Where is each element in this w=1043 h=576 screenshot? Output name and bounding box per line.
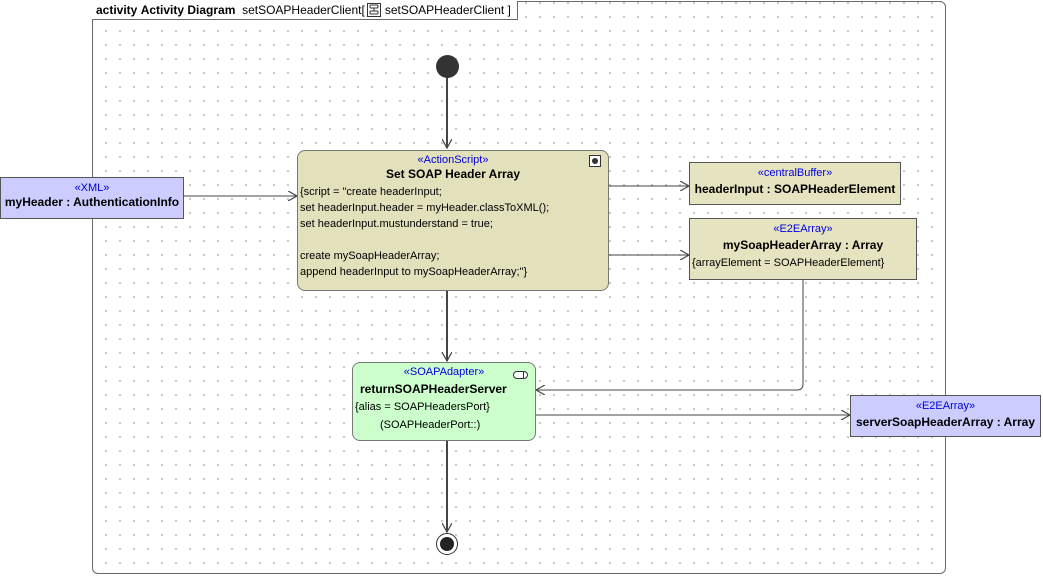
frame-name: setSOAPHeaderClient	[242, 3, 362, 17]
frame-bracket-close: ]	[507, 3, 511, 17]
node-name: myHeader : AuthenticationInfo	[4, 195, 180, 209]
edge-mysoapheaderarray-to-soapadapter[interactable]	[536, 280, 804, 390]
frame-ref-name: setSOAPHeaderClient	[384, 3, 505, 17]
object-node-mysoapheaderarray[interactable]: «E2EArray» mySoapHeaderArray : Array {ar…	[689, 218, 917, 280]
script-line: append headerInput to mySoapHeaderArray;…	[300, 266, 528, 278]
node-name: Set SOAP Header Array	[385, 167, 521, 181]
activity-diagram-icon	[366, 3, 381, 17]
stereotype-label: «SOAPAdapter»	[403, 366, 485, 378]
node-name: returnSOAPHeaderServer	[360, 382, 507, 396]
script-line: {script = "create headerInput;	[300, 186, 442, 198]
stereotype-label: «centralBuffer»	[757, 167, 833, 179]
object-node-myheader[interactable]: «XML» myHeader : AuthenticationInfo	[0, 177, 184, 219]
stereotype-label: «E2EArray»	[773, 223, 833, 235]
subactivity-icon	[589, 155, 601, 167]
action-set-soap-header-array[interactable]: «ActionScript» Set SOAP Header Array {sc…	[297, 150, 609, 291]
tagged-value: {arrayElement = SOAPHeaderElement}	[692, 257, 885, 269]
script-line	[298, 232, 608, 248]
node-name: mySoapHeaderArray : Array	[722, 238, 884, 252]
stereotype-label: «E2EArray»	[915, 400, 976, 412]
stereotype-label: «ActionScript»	[417, 154, 489, 166]
script-line: set headerInput.header = myHeader.classT…	[300, 202, 550, 214]
object-node-headerinput[interactable]: «centralBuffer» headerInput : SOAPHeader…	[689, 162, 901, 205]
node-name: headerInput : SOAPHeaderElement	[694, 182, 896, 196]
script-line: create mySoapHeaderArray;	[300, 250, 440, 262]
frame-kind: activity	[96, 3, 138, 17]
frame-diagram-type: Activity Diagram	[140, 3, 236, 17]
action-return-soap-header-server[interactable]: «SOAPAdapter» returnSOAPHeaderServer {al…	[352, 362, 536, 441]
frame-header: activity Activity Diagram setSOAPHeaderC…	[92, 1, 518, 20]
object-node-serversoapheaderarray[interactable]: «E2EArray» serverSoapHeaderArray : Array	[850, 395, 1041, 437]
soap-adapter-icon	[513, 371, 528, 379]
stereotype-label: «XML»	[74, 182, 110, 194]
initial-node[interactable]	[436, 55, 459, 78]
node-name: serverSoapHeaderArray : Array	[856, 415, 1035, 429]
activity-final-node[interactable]	[436, 533, 458, 555]
frame-bracket-open: [	[361, 3, 365, 17]
port-label: (SOAPHeaderPort::)	[380, 419, 481, 431]
script-line: set headerInput.mustunderstand = true;	[300, 218, 493, 230]
tagged-value: {alias = SOAPHeadersPort}	[355, 401, 490, 413]
